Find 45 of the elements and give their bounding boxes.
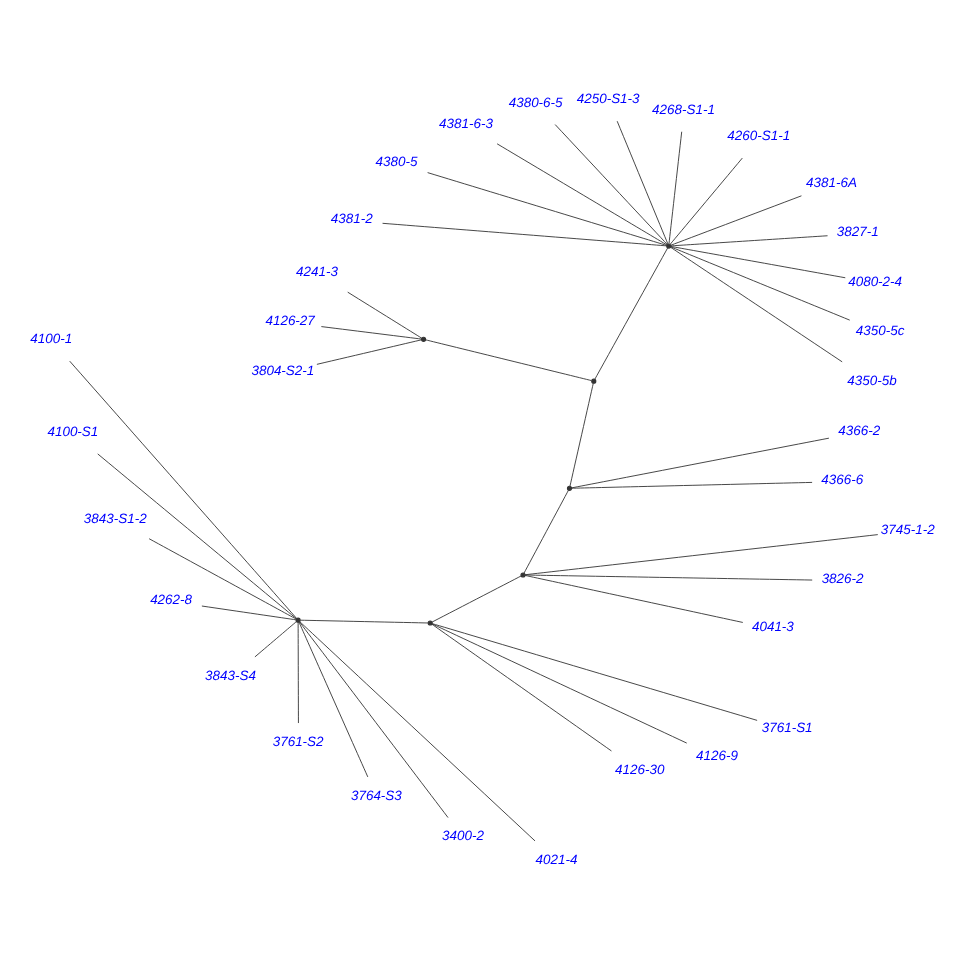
connector (425, 338, 592, 380)
connector (431, 574, 522, 622)
connector (299, 620, 449, 817)
node-point (421, 335, 427, 341)
connector (431, 622, 612, 751)
connector (347, 290, 423, 338)
connector (298, 620, 369, 777)
connector (299, 620, 536, 841)
connector (432, 622, 758, 720)
connector (427, 171, 668, 245)
connector (524, 574, 744, 622)
connector (569, 381, 594, 486)
node-point (520, 571, 526, 577)
connector (300, 618, 429, 623)
connector (524, 533, 879, 575)
node-point (591, 377, 597, 383)
connector (148, 537, 297, 619)
connector (254, 620, 297, 657)
node-point (666, 242, 672, 248)
connector (97, 452, 297, 618)
connector (297, 620, 299, 723)
connector (616, 119, 669, 244)
connector (571, 480, 813, 488)
node-point (295, 616, 301, 622)
connector (201, 604, 297, 620)
connector (523, 488, 569, 573)
node-point (427, 619, 433, 625)
connector (382, 221, 668, 246)
connector (524, 573, 813, 580)
connector (670, 234, 828, 246)
connector (496, 142, 668, 245)
connector (670, 245, 846, 278)
node-point (566, 484, 573, 490)
connector (670, 245, 851, 320)
connector (431, 622, 688, 743)
connector (571, 436, 830, 488)
connector (670, 245, 843, 362)
connector (320, 325, 422, 339)
connector (668, 130, 683, 244)
connector (670, 194, 802, 245)
connector (594, 246, 669, 379)
connector (554, 123, 668, 244)
connector (69, 359, 297, 618)
connector (316, 338, 423, 364)
connector (669, 156, 743, 244)
